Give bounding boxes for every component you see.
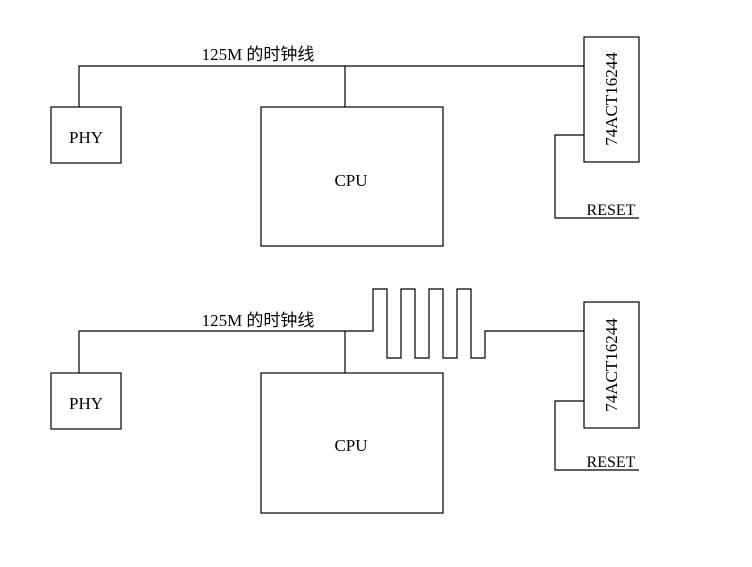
driver-box — [583, 301, 640, 429]
clock-line — [78, 65, 584, 107]
reset-line — [554, 134, 639, 219]
cpu-label: CPU — [334, 171, 367, 190]
clock-label: 125M 的时钟线 — [202, 311, 315, 330]
driver-label: 74ACT16244 — [602, 52, 621, 146]
diagram-top: PHY CPU 125M 的时钟线 74ACT16244 RESET — [50, 36, 640, 247]
phy-box — [50, 106, 122, 164]
clock-label: 125M 的时钟线 — [202, 45, 315, 64]
cpu-label: CPU — [334, 436, 367, 455]
reset-label: RESET — [587, 202, 636, 219]
reset-line — [554, 400, 639, 471]
reset-label: RESET — [587, 454, 636, 471]
cpu-box — [260, 106, 444, 247]
driver-box — [583, 36, 640, 163]
diagram-bottom: PHY CPU 125M 的时钟线 74ACT16244 RESET — [50, 288, 640, 514]
phy-label: PHY — [69, 128, 103, 147]
cpu-box — [260, 372, 444, 514]
phy-box — [50, 372, 122, 430]
clock-line-serpentine — [78, 288, 584, 373]
phy-label: PHY — [69, 394, 103, 413]
driver-label: 74ACT16244 — [602, 318, 621, 412]
